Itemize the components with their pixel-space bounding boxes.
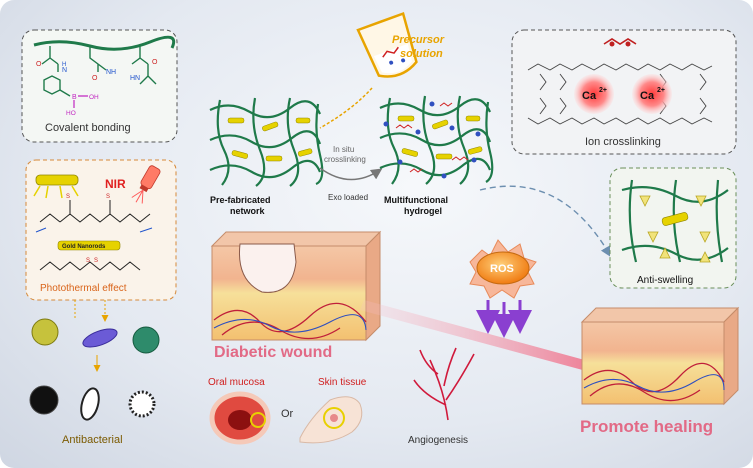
prefab-label-line2: network (230, 206, 266, 216)
prefab-label-line1: Pre-fabricated (210, 195, 271, 205)
bacteria-group: Antibacterial (29, 300, 160, 446)
polymer-backbone (33, 35, 176, 51)
anti-swelling-panel: Anti-swelling (609, 167, 737, 289)
ca-label-1: Ca (582, 90, 597, 102)
bacterium-yellow-icon (31, 318, 59, 346)
photothermal-panel: NIR S S Gold Nanorods S S Photothermal e… (25, 159, 177, 301)
multi-label-line2: hydrogel (404, 206, 442, 216)
skin-wound-marker (323, 407, 345, 429)
dead-bacterium-icon (29, 385, 59, 415)
nir-laser-icon (131, 165, 161, 204)
atom-nh2-label: NH (106, 69, 116, 76)
crosslink-arrow (319, 167, 383, 181)
atom-h-label: H (62, 62, 66, 68)
precursor-label-line1: Precursor (392, 34, 445, 46)
angiogenesis-group: Angiogenesis (408, 347, 475, 446)
precursor-label-line2: solution (400, 48, 443, 60)
multifunctional-hydrogel: Multifunctional hydrogel (379, 95, 494, 216)
in-situ-label-line2: crosslinking (324, 155, 366, 164)
atom-s-label: S (66, 194, 70, 200)
bacterium-rod-icon (82, 328, 118, 348)
ca-label-2: Ca (640, 90, 655, 102)
blood-vessel-icon (413, 347, 475, 421)
ca-charge-1: 2+ (599, 87, 607, 94)
oral-wound-marker (250, 412, 266, 428)
multi-label-line1: Multifunctional (384, 195, 448, 205)
prefabricated-network: Pre-fabricated network (209, 97, 324, 216)
atom-oh-label: OH (89, 94, 99, 101)
skin-tissue-label: Skin tissue (318, 377, 367, 388)
exo-loaded-label: Exo loaded (328, 193, 368, 202)
skin-tissue-group: Skin tissue (299, 377, 367, 444)
dead-rod-icon (80, 387, 100, 421)
calcium-ion2-icon (632, 74, 672, 114)
anti-swelling-label: Anti-swelling (637, 275, 693, 286)
bacterium-green-icon (132, 326, 160, 354)
precursor-pour-arrow (319, 87, 373, 129)
gold-nanorod-icon (35, 174, 79, 186)
in-situ-label-line1: In situ (333, 145, 354, 154)
calcium-ion-icon (574, 74, 614, 114)
diabetic-wound-skin: Diabetic wound (210, 230, 382, 361)
atom-hn-label: HN (130, 75, 140, 82)
ros-group: ROS (469, 239, 537, 338)
diabetic-wound-title: Diabetic wound (214, 344, 332, 361)
oral-mucosa-label: Oral mucosa (208, 377, 265, 388)
promote-healing-title: Promote healing (580, 417, 713, 436)
atom-o3-label: O (152, 59, 158, 66)
dead-spiky-icon (128, 390, 156, 418)
to-antiswelling-arrow (479, 185, 612, 258)
atom-s2-label: S (106, 194, 110, 200)
covalent-bonding-panel: N H O B OH HO O NH O HN Covalent bonding (21, 29, 178, 143)
ion-crosslinking-label: Ion crosslinking (585, 136, 661, 148)
covalent-bonding-label: Covalent bonding (45, 122, 131, 134)
wound-cavity (238, 243, 297, 293)
ca-charge-2: 2+ (657, 87, 665, 94)
atom-ho-label: HO (66, 110, 76, 117)
ros-label: ROS (490, 263, 514, 275)
angiogenesis-label: Angiogenesis (408, 435, 468, 446)
atom-o2-label: O (92, 75, 98, 82)
ion-crosslinking-panel: Ca 2+ Ca 2+ Ion crosslinking (511, 29, 737, 155)
healing-arrow (360, 300, 620, 384)
nir-label: NIR (105, 177, 126, 191)
antibacterial-label: Antibacterial (62, 434, 123, 446)
healed-skin: Promote healing (580, 306, 740, 436)
gold-nanorods-label: Gold Nanorods (62, 244, 106, 250)
atom-o-label: O (36, 61, 42, 68)
atom-s3-label: S (86, 258, 90, 264)
ion-chain-icon (603, 38, 637, 47)
or-label: Or (281, 408, 294, 420)
precursor-flask-icon (356, 11, 418, 78)
photothermal-label: Photothermal effect (40, 283, 127, 294)
atom-b-label: B (72, 94, 77, 101)
atom-s4-label: S (94, 258, 98, 264)
oral-mucosa-group: Oral mucosa (208, 377, 271, 445)
atom-n-label: N (62, 67, 67, 74)
